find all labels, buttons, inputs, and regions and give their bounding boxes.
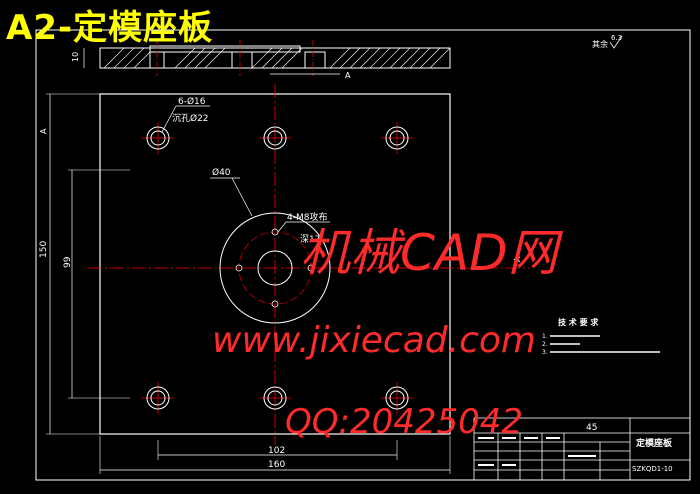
hole-1	[150, 130, 166, 146]
bolt-circle	[238, 231, 312, 305]
watermark: 机械CAD网 www.jixiecad.com QQ:20425042	[212, 224, 564, 442]
title-block-frame	[473, 417, 691, 481]
thread-callout: 4-M8攻布	[287, 211, 327, 223]
section-marker-left: A	[39, 128, 48, 134]
section-view: A 10	[71, 40, 451, 80]
dim-99: 99	[63, 256, 73, 268]
hole-counterbore-3	[385, 126, 409, 150]
depth-callout: 深17	[300, 234, 320, 245]
section-marker-right: A	[513, 256, 522, 262]
tech-requirements: 技 术 要 求 1. 2. 3.	[542, 317, 660, 356]
roughness-value: 6.3	[611, 34, 622, 42]
roughness-note: 其余 6.3	[592, 34, 623, 49]
roughness-label: 其余	[592, 39, 608, 49]
diameter-callout: Ø40	[212, 167, 231, 178]
watermark-line-3: QQ:20425042	[285, 402, 523, 442]
plan-view: 6-Ø16 沉孔Ø22 Ø40 4-M8攻布 深17 150 99 102 16…	[39, 84, 530, 474]
tech-item-1: 1.	[542, 333, 548, 340]
title-block-drawing-no: SZKQD1-10	[632, 465, 673, 473]
tech-title: 技 术 要 求	[558, 317, 599, 327]
hole-counterbore-5	[263, 386, 287, 410]
title-block-part-name: 定模座板	[635, 437, 673, 449]
tech-item-2: 2.	[542, 341, 548, 348]
dim-160: 160	[268, 460, 285, 470]
dim-102: 102	[268, 446, 285, 456]
thickness-dim: 10	[71, 52, 80, 62]
section-mark: A	[345, 71, 351, 80]
drawing-frame	[35, 29, 691, 481]
section-hatch	[103, 47, 451, 69]
hole-3	[389, 130, 405, 146]
hole-counterbore-6	[385, 386, 409, 410]
hole-counterbore-2	[263, 126, 287, 150]
tech-item-3: 3.	[542, 349, 548, 356]
center-bore	[257, 250, 293, 286]
title-block-material: 45	[586, 423, 597, 433]
watermark-line-2: www.jixiecad.com	[212, 320, 536, 361]
hole-6	[389, 390, 405, 406]
hole-5	[267, 390, 283, 406]
counterbore-callout: 沉孔Ø22	[172, 113, 209, 124]
page-title: A2-定模座板	[6, 8, 214, 48]
hole-counterbore-4	[146, 386, 170, 410]
hole-2	[267, 130, 283, 146]
section-step	[149, 45, 301, 53]
hole-callout: 6-Ø16	[178, 96, 206, 107]
flange-circle	[219, 212, 331, 324]
roughness-symbol	[609, 35, 623, 49]
section-holes	[149, 51, 326, 69]
counterbore-holes	[146, 126, 409, 410]
leaders	[161, 105, 330, 233]
hole-counterbore-1	[146, 126, 170, 150]
dim-150: 150	[39, 241, 49, 258]
title-block	[473, 417, 691, 481]
hole-4	[150, 390, 166, 406]
watermark-line-1: 机械CAD网	[300, 224, 564, 282]
section-outline	[99, 47, 451, 69]
